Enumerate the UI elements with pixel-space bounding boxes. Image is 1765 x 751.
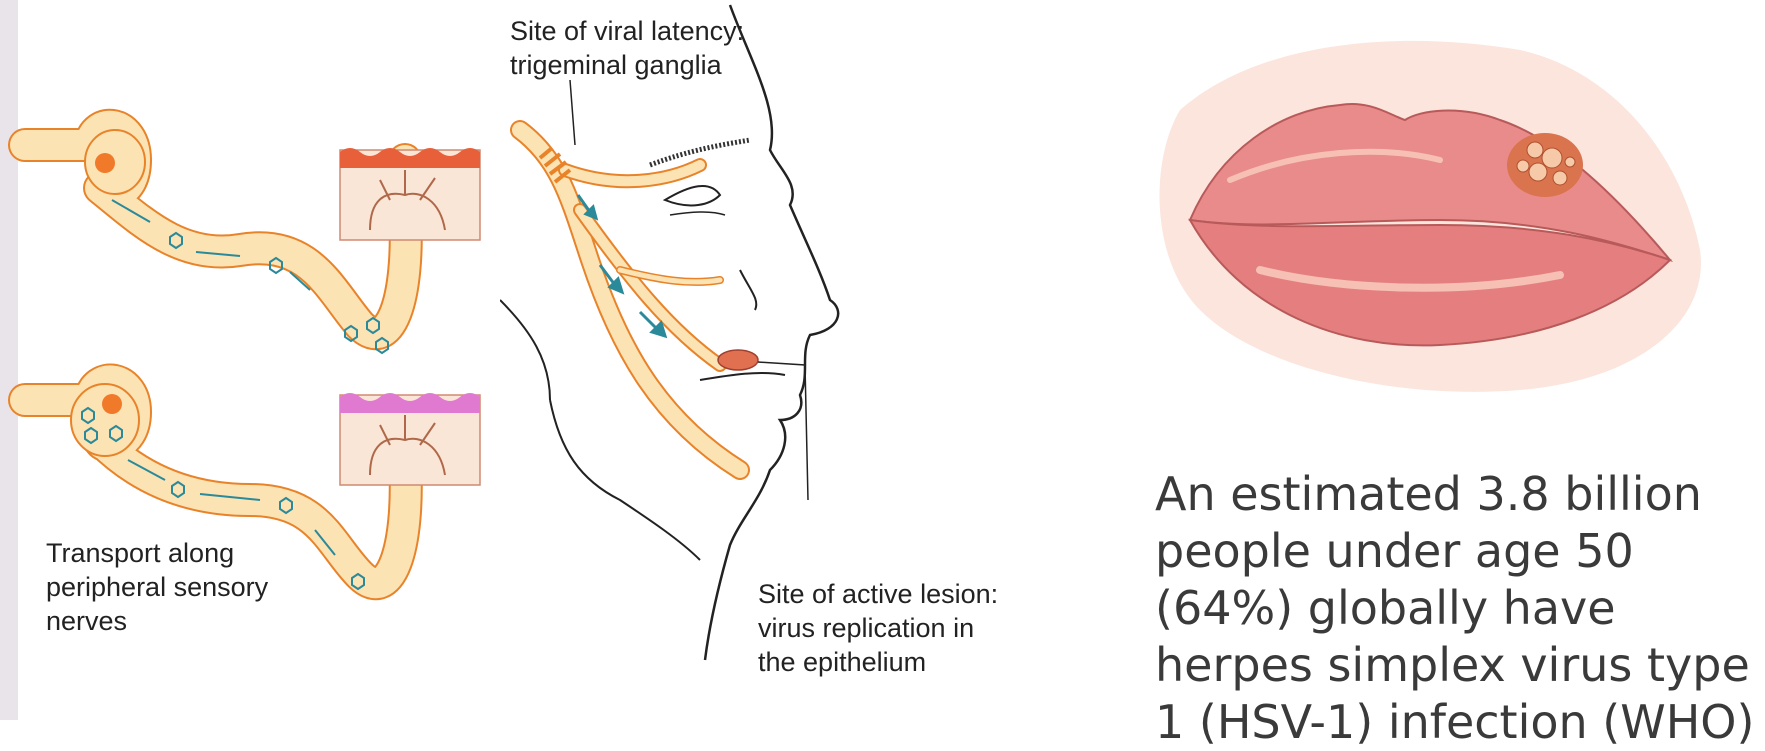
eye bbox=[665, 186, 720, 206]
mouth bbox=[700, 373, 785, 380]
transport-label: Transport along peripheral sensory nerve… bbox=[46, 536, 346, 638]
latency-label: Site of viral latency: trigeminal gangli… bbox=[510, 14, 830, 82]
latency-leader bbox=[570, 80, 575, 145]
cell-body bbox=[71, 384, 139, 456]
lip-lesion bbox=[718, 350, 758, 370]
nucleus bbox=[95, 153, 115, 173]
cold-sore-lips-illustration bbox=[1140, 20, 1720, 420]
cold-sore bbox=[1507, 133, 1583, 197]
trigeminal-nerve bbox=[520, 130, 740, 470]
cell-body bbox=[85, 130, 145, 194]
nucleus bbox=[102, 394, 122, 414]
face-outline bbox=[705, 5, 838, 660]
neuron-top bbox=[25, 126, 480, 353]
page-edge-shadow bbox=[0, 0, 18, 720]
lesion-label: Site of active lesion: virus replication… bbox=[758, 577, 1088, 679]
hsv1-statistic: An estimated 3.8 billion people under ag… bbox=[1155, 466, 1755, 751]
